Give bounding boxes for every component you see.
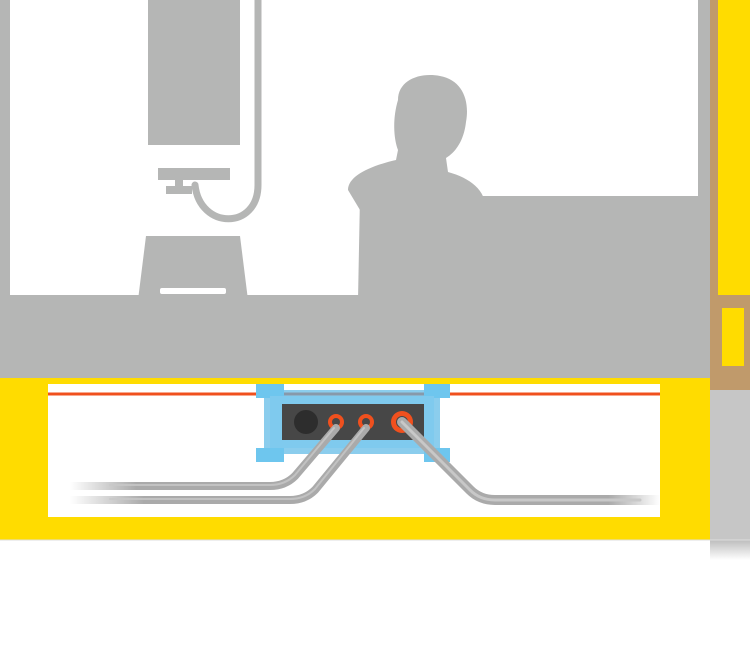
subfloor-frame-right <box>660 378 710 540</box>
right-wall <box>698 0 710 300</box>
left-wall <box>0 0 10 300</box>
water-heater-icon <box>148 0 240 145</box>
person-silhouette-icon <box>348 75 486 210</box>
manifold-box-icon <box>256 384 450 462</box>
wood-stud-vertical <box>710 0 718 300</box>
subfloor-frame-bottom <box>0 517 710 540</box>
right-lower-wall-fade <box>710 540 750 560</box>
faucet-icon <box>158 168 230 194</box>
manifold-port-blank <box>294 410 318 434</box>
sink-highlight <box>160 288 226 294</box>
shower-hose <box>191 0 262 223</box>
distribution-pipe-right-highlight <box>400 420 642 502</box>
subfloor-frame-left <box>0 378 48 540</box>
right-lower-wall <box>710 390 750 540</box>
floor-slab <box>0 295 710 380</box>
manifold-port-1-inner <box>332 418 340 426</box>
distribution-pipe-left-upper-highlight <box>109 427 335 486</box>
subfloor-frame-top <box>0 378 710 384</box>
distribution-pipe-left-lower-highlight <box>109 427 365 500</box>
sink-icon <box>138 236 248 300</box>
bath-tub-icon <box>358 196 698 300</box>
wood-block-inner <box>722 308 744 366</box>
manifold-port-2-inner <box>362 418 370 426</box>
